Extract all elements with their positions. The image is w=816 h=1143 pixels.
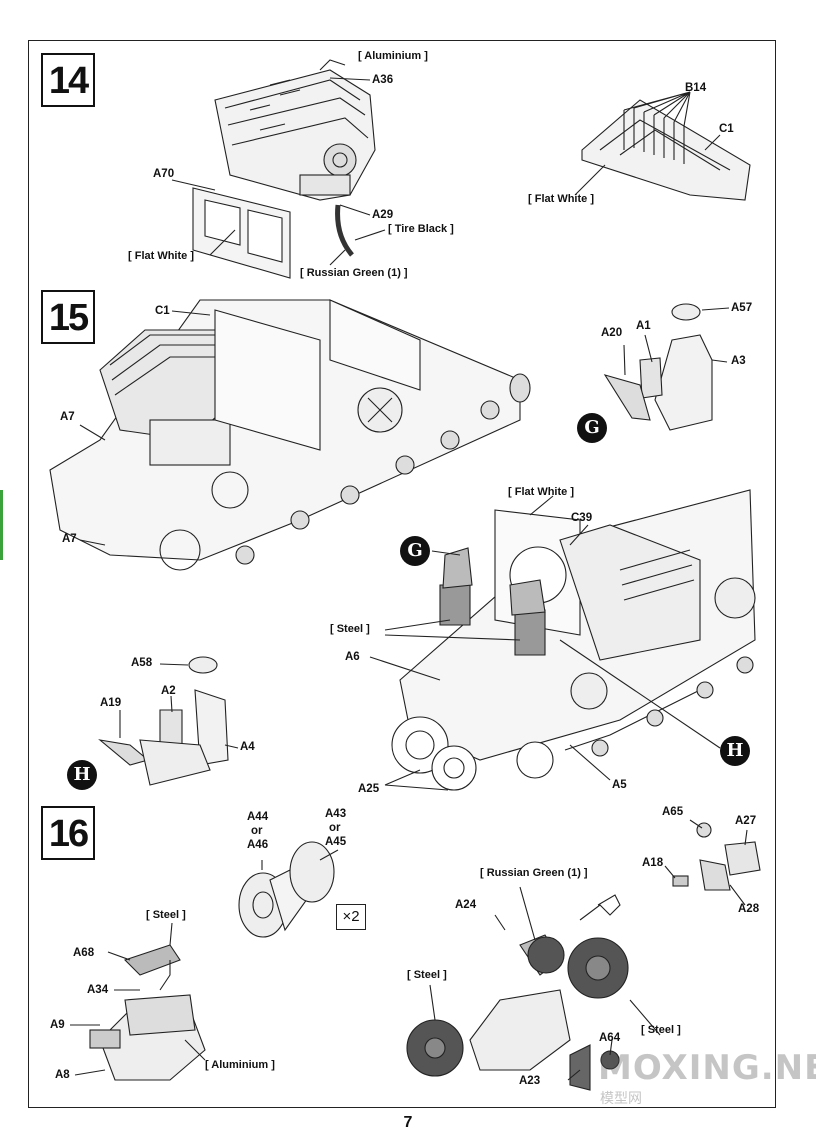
- part-label: A4: [240, 741, 255, 753]
- part-label: B14: [685, 82, 707, 94]
- part-label: A70: [153, 168, 175, 180]
- part-label: C1: [155, 305, 170, 317]
- step-number-14: 14: [41, 53, 95, 107]
- part-label: C39: [571, 512, 593, 524]
- quantity-multiplier: ×2: [336, 904, 366, 930]
- final-drive-drawing: [70, 922, 206, 1081]
- paint-note: [ Flat White ]: [128, 250, 194, 262]
- part-label: A19: [100, 697, 122, 709]
- part-label: A20: [601, 327, 623, 339]
- part-label: A9: [50, 1019, 65, 1031]
- part-label: A34: [87, 984, 109, 996]
- small-parts-drawing: [664, 819, 761, 906]
- suspension-detail-G: [603, 303, 730, 431]
- part-label: A5: [612, 779, 627, 791]
- edge-mark: [0, 490, 3, 560]
- part-label: A3: [731, 355, 746, 367]
- part-label: A1: [636, 320, 651, 332]
- marker-g: G: [400, 536, 430, 566]
- part-label: A36: [372, 74, 394, 86]
- part-label: A43: [325, 808, 347, 820]
- part-label: A2: [161, 685, 176, 697]
- part-label: A58: [131, 657, 153, 669]
- paint-note: [ Russian Green (1) ]: [480, 867, 588, 879]
- part-label: A57: [731, 302, 753, 314]
- watermark-sub: 模型网: [600, 1090, 642, 1106]
- hull-drawing-15b: [391, 489, 756, 791]
- part-label: A45: [325, 836, 347, 848]
- part-label: A28: [738, 903, 760, 915]
- part-label: A68: [73, 947, 95, 959]
- part-label: A29: [372, 209, 394, 221]
- part-label: A18: [642, 857, 664, 869]
- engine-drawing-14: [192, 59, 376, 279]
- marker-g: G: [577, 413, 607, 443]
- paint-note: [ Flat White ]: [508, 486, 574, 498]
- marker-h: H: [720, 736, 750, 766]
- step-number-15: 15: [41, 290, 95, 344]
- watermark: MOXING.NET: [598, 1048, 816, 1088]
- part-label: A65: [662, 806, 684, 818]
- page-frame: [28, 40, 776, 1108]
- hull-drawing-15: [49, 299, 531, 571]
- paint-note: [ Steel ]: [330, 623, 370, 635]
- floor-panel-14: [574, 91, 751, 201]
- part-label: A7: [62, 533, 77, 545]
- part-label: A46: [247, 839, 269, 851]
- sprocket-drawing: [238, 841, 339, 938]
- part-label: A6: [345, 651, 360, 663]
- part-label: A25: [358, 783, 380, 795]
- part-label: or: [329, 822, 341, 834]
- part-label: C1: [719, 123, 734, 135]
- paint-note: [ Flat White ]: [528, 193, 594, 205]
- marker-h: H: [67, 760, 97, 790]
- part-label: A27: [735, 815, 757, 827]
- step-number-16: 16: [41, 806, 95, 860]
- part-label: A64: [599, 1032, 621, 1044]
- suspension-detail-H: [98, 656, 239, 786]
- paint-note: [ Russian Green (1) ]: [300, 267, 408, 279]
- paint-note: [ Aluminium ]: [358, 50, 428, 62]
- paint-note: [ Steel ]: [641, 1024, 681, 1036]
- paint-note: [ Tire Black ]: [388, 223, 454, 235]
- part-label: A8: [55, 1069, 70, 1081]
- transmission-drawing: [406, 886, 661, 1091]
- page-number: 7: [403, 1114, 413, 1131]
- part-label: or: [251, 825, 263, 837]
- paint-note: [ Steel ]: [146, 909, 186, 921]
- part-label: A23: [519, 1075, 541, 1087]
- part-label: A24: [455, 899, 477, 911]
- paint-note: [ Steel ]: [407, 969, 447, 981]
- part-label: A44: [247, 811, 269, 823]
- paint-note: [ Aluminium ]: [205, 1059, 275, 1071]
- part-label: A7: [60, 411, 75, 423]
